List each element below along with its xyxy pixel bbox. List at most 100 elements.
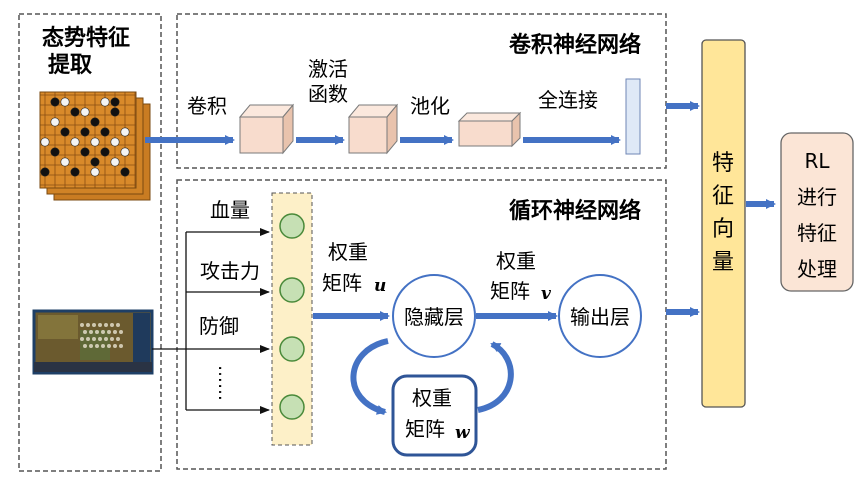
map-hex-dot <box>107 344 111 348</box>
pool-cube <box>457 111 522 148</box>
input-node-4 <box>279 394 305 420</box>
input-node-3 <box>279 336 305 362</box>
hidden-layer-label: 隐藏层 <box>404 305 464 329</box>
feature-vector-char-3: 向 <box>712 217 734 242</box>
feature-vector-char-4: 量 <box>712 250 734 275</box>
go-stone <box>40 167 50 177</box>
situation-title-line2: 提取 <box>48 52 92 78</box>
rl-label-line4: 处理 <box>797 257 837 281</box>
go-stone <box>110 97 120 107</box>
go-stone <box>70 107 80 117</box>
go-stone <box>90 137 100 147</box>
weight-u-label-line2: 矩阵 <box>322 271 362 295</box>
input-connectors <box>152 228 270 414</box>
map-hex-dot <box>86 323 90 327</box>
rl-box <box>780 132 854 292</box>
map-hex-dot <box>98 323 102 327</box>
go-stone <box>90 117 100 127</box>
go-stone <box>80 127 90 137</box>
fc-vector-bar <box>625 78 641 155</box>
map-hex-dot <box>104 337 108 341</box>
map-hex-dot <box>92 337 96 341</box>
map-hex-dot <box>116 323 120 327</box>
go-stone <box>70 137 80 147</box>
rnn-panel <box>176 179 667 470</box>
cnn-fc-label: 全连接 <box>538 88 598 112</box>
map-hex-dot <box>104 323 108 327</box>
go-stone <box>40 137 50 147</box>
map-hex-dot <box>89 344 93 348</box>
recurrent-arrow-right <box>477 341 514 413</box>
cnn-panel <box>176 13 667 169</box>
map-hex-dot <box>119 344 123 348</box>
map-hex-dot <box>113 330 117 334</box>
rl-label-line2: 进行 <box>797 185 837 209</box>
feature-vector-char-2: 征 <box>712 184 734 209</box>
go-stone <box>50 117 60 127</box>
output-layer-node <box>558 274 642 358</box>
map-hex-dot <box>101 344 105 348</box>
go-stone <box>80 147 90 157</box>
input-label-3: 防御 <box>199 314 239 338</box>
weight-v-var: v <box>541 284 552 304</box>
weight-w-var: w <box>455 423 471 443</box>
weight-u-var: u <box>374 276 386 296</box>
go-stone <box>90 157 100 167</box>
go-stone <box>100 97 110 107</box>
cnn-pool-label: 池化 <box>410 94 450 118</box>
map-hex-dot <box>89 330 93 334</box>
go-stone <box>50 97 60 107</box>
game-screenshot-image <box>32 309 154 375</box>
weight-v-label-line2: 矩阵 <box>490 279 530 303</box>
input-label-2: 攻击力 <box>200 259 260 283</box>
weight-u-label-line1: 权重 <box>328 240 368 264</box>
weight-v-label-line1: 权重 <box>496 249 536 273</box>
map-hex-dot <box>116 337 120 341</box>
weight-w-label-line2: 矩阵 <box>405 417 445 441</box>
go-stone <box>120 167 130 177</box>
situation-panel <box>18 13 162 472</box>
weight-w-label-line1: 权重 <box>412 386 452 410</box>
feature-vector-char-1: 特 <box>712 151 734 176</box>
cnn-activation-label-line2: 函数 <box>308 82 348 106</box>
go-stone <box>70 167 80 177</box>
go-stone <box>50 147 60 157</box>
map-hex-dot <box>95 344 99 348</box>
input-node-1 <box>279 213 305 239</box>
cnn-activation-label-line1: 激活 <box>308 57 348 81</box>
map-hex-dot <box>95 330 99 334</box>
feature-vector-box <box>701 39 746 408</box>
go-stone <box>90 167 100 177</box>
map-hex-dot <box>119 330 123 334</box>
map-hex-dot <box>98 337 102 341</box>
rl-label-line1: RL <box>804 149 830 173</box>
map-hex-dot <box>107 330 111 334</box>
map-hex-dot <box>110 337 114 341</box>
go-stone <box>120 147 130 157</box>
input-node-2 <box>279 277 305 303</box>
rnn-title: 循环神经网络 <box>509 198 641 224</box>
output-layer-label: 输出层 <box>570 305 630 329</box>
go-board-image <box>39 91 151 201</box>
map-hex-dot <box>92 323 96 327</box>
go-stone <box>110 137 120 147</box>
cnn-conv-label: 卷积 <box>187 94 227 118</box>
go-stone <box>110 107 120 117</box>
map-hex-dot <box>101 330 105 334</box>
go-stone <box>100 127 110 137</box>
input-label-1: 血量 <box>210 198 250 222</box>
map-hex-dot <box>86 337 90 341</box>
hidden-layer-node <box>392 274 476 358</box>
map-hex-dot <box>80 337 84 341</box>
rl-label-line3: 特征 <box>797 221 837 245</box>
go-stone <box>60 97 70 107</box>
activation-cube <box>347 103 399 155</box>
go-stone <box>80 107 90 117</box>
go-stone <box>100 147 110 157</box>
input-label-ellipsis: …… <box>214 365 235 401</box>
go-stone <box>110 157 120 167</box>
situation-title-line1: 态势特征 <box>42 25 130 51</box>
go-stone <box>60 157 70 167</box>
map-hex-dot <box>80 323 84 327</box>
